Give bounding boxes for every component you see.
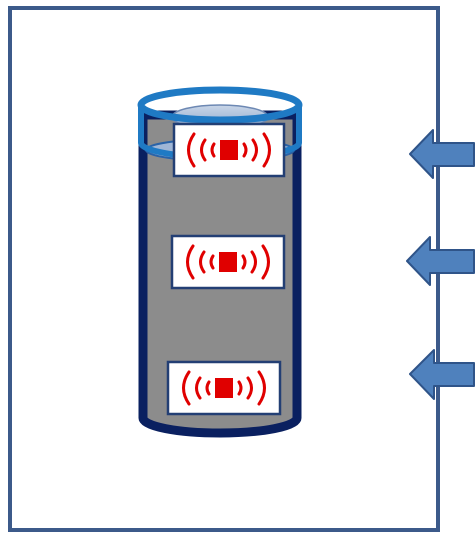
rfid-tag — [172, 122, 286, 178]
rfid-signal-icon — [187, 132, 271, 168]
rfid-signal-icon — [186, 244, 270, 280]
left-arrow-icon — [409, 349, 475, 400]
cylinder-top-ring — [137, 86, 303, 124]
rfid-tag — [166, 360, 282, 416]
arrows — [406, 129, 475, 400]
left-arrow-icon — [406, 236, 475, 286]
rfid-tag — [170, 234, 286, 290]
rfid-signal-icon — [182, 370, 266, 406]
left-arrow-icon — [409, 129, 475, 179]
